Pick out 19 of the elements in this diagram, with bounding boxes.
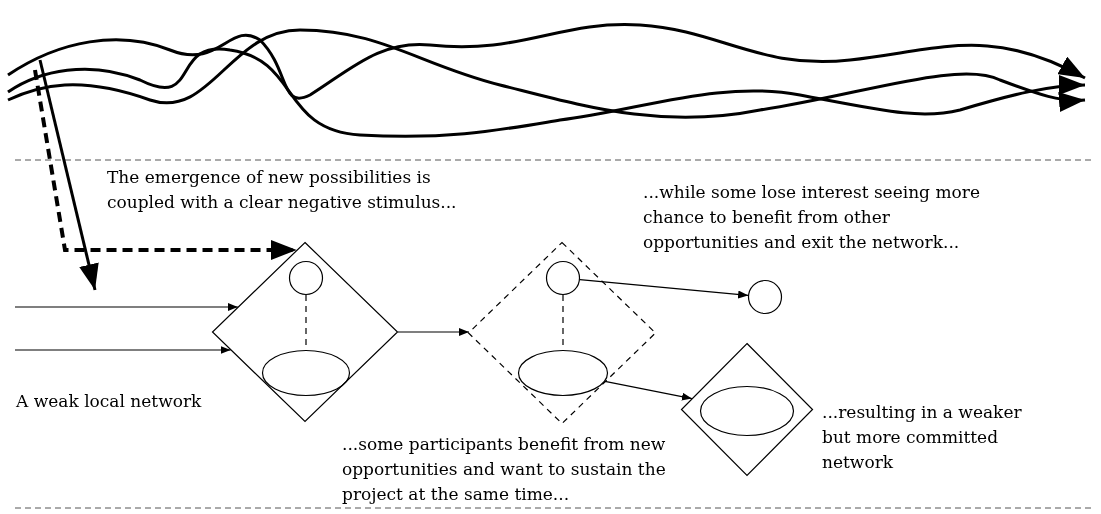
arrow <box>14 346 232 354</box>
circle-shape <box>546 261 580 295</box>
caption-text: ...some participants benefit from new opportunities and want to sustain the project at the same time... <box>342 433 667 506</box>
diamond-shape <box>681 343 813 476</box>
arrow <box>604 380 693 401</box>
circle-shape <box>289 261 323 295</box>
caption-text: The emergence of new possibilities is coupled with a clear negative stimulus... <box>107 166 458 214</box>
caption-text: ...resulting in a weaker but more committed network <box>822 401 1023 474</box>
caption-text: A weak local network <box>16 390 203 413</box>
arrow <box>579 279 749 299</box>
arrow <box>14 303 239 311</box>
ellipse-shape <box>518 350 608 396</box>
arrow <box>397 328 470 336</box>
ellipse-shape <box>700 386 794 436</box>
caption-text: ...while some lose interest seeing more chance to benefit from other opportunities and exit the network... <box>643 181 981 254</box>
diamond-shape <box>212 242 398 422</box>
circle-shape <box>748 280 782 314</box>
ellipse-shape <box>262 350 350 396</box>
arrow <box>33 69 297 260</box>
